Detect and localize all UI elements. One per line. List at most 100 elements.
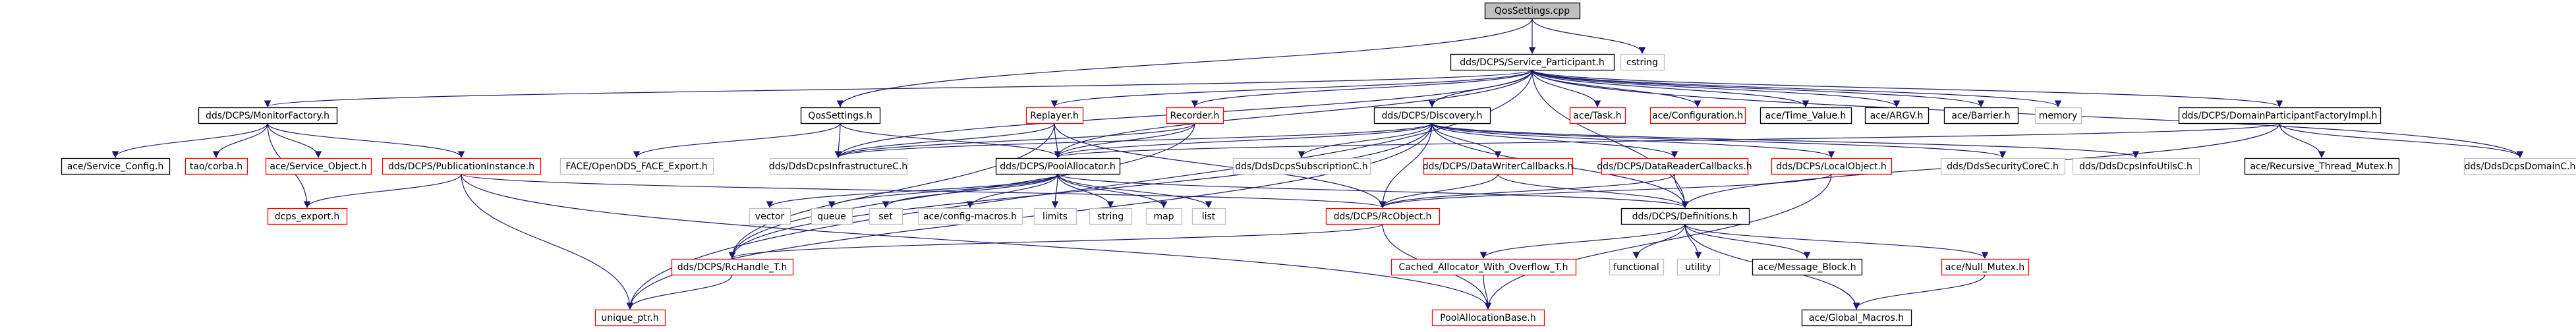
node-label: dds/DCPS/RcHandle_T.h <box>677 262 787 273</box>
node-ace-service-config[interactable]: ace/Service_Config.h <box>61 157 171 175</box>
node-box <box>671 258 794 276</box>
node-box <box>1601 157 1749 175</box>
node-label: map <box>1153 211 1174 222</box>
edge-monitor_factory-to-publication_instance <box>267 123 465 159</box>
node-pool-allocator[interactable]: dds/DCPS/PoolAllocator.h <box>995 157 1121 175</box>
node-ace-global-macros[interactable]: ace/Global_Macros.h <box>1801 309 1912 327</box>
edge-discovery-to-dds_dcps_infrastructure_c <box>834 123 1433 159</box>
node-box <box>265 157 372 175</box>
node-label: unique_ptr.h <box>601 313 658 323</box>
node-label: ace/Recursive_Thread_Mutex.h <box>2250 161 2393 172</box>
node-box <box>1484 2 1581 20</box>
node-ace-null-mutex[interactable]: ace/Null_Mutex.h <box>1941 258 2030 276</box>
node-data-writer-callbacks[interactable]: dds/DCPS/DataWriterCallbacks.h <box>1423 157 1574 175</box>
nodes-layer: QosSettings.cppdds/DCPS/Service_Particip… <box>61 2 2576 327</box>
node-local-object[interactable]: dds/DCPS/LocalObject.h <box>1771 157 1893 175</box>
node-ace-config-macros: ace/config-macros.h <box>917 208 1023 225</box>
node-label: dds/DCPS/DataWriterCallbacks.h <box>1423 161 1574 172</box>
node-box <box>1620 53 1665 71</box>
node-box <box>995 157 1121 175</box>
node-label: ace/Time_Value.h <box>1765 111 1846 121</box>
node-tao-corba[interactable]: tao/corba.h <box>185 157 248 175</box>
edge-replayer-to-dds_dcps_infrastructure_c <box>834 123 1055 159</box>
node-ace-recursive-thread-mutex[interactable]: ace/Recursive_Thread_Mutex.h <box>2244 157 2400 175</box>
node-label: memory <box>2039 111 2078 121</box>
node-definitions[interactable]: dds/DCPS/Definitions.h <box>1620 208 1750 225</box>
node-box <box>811 208 853 225</box>
node-box <box>1423 157 1574 175</box>
node-box <box>1025 107 1084 124</box>
node-label: dds/DCPS/RcObject.h <box>1334 211 1432 222</box>
node-service-participant[interactable]: dds/DCPS/Service_Participant.h <box>1450 53 1615 71</box>
node-qossettings-h[interactable]: QosSettings.h <box>800 107 881 124</box>
node-monitor-factory[interactable]: dds/DCPS/MonitorFactory.h <box>198 107 338 124</box>
node-ace-barrier[interactable]: ace/Barrier.h <box>1943 107 2019 124</box>
node-discovery[interactable]: dds/DCPS/Discovery.h <box>1373 107 1491 124</box>
edge-monitor_factory-to-ace_service_config <box>111 123 268 159</box>
node-label: PoolAllocationBase.h <box>1440 313 1535 323</box>
edge-publication_instance-to-unique_ptr <box>461 173 634 310</box>
node-label: dds/DdsDcpsDomainC.h <box>2465 161 2576 172</box>
edge-pool_allocator-to-queue <box>828 173 1058 209</box>
node-pool-allocation-base[interactable]: PoolAllocationBase.h <box>1431 309 1545 327</box>
edge-discovery-to-dds_dcps_subscription_c <box>1298 123 1433 159</box>
node-box <box>1801 309 1912 327</box>
edge-monitor_factory-to-tao_corba <box>212 123 268 159</box>
node-rc-object[interactable]: dds/DCPS/RcObject.h <box>1325 208 1441 225</box>
node-unique-ptr[interactable]: unique_ptr.h <box>594 309 666 327</box>
edge-service_participant-to-ace_argv <box>1531 69 1901 108</box>
edge-discovery-to-data_reader_callbacks <box>1431 123 1678 159</box>
node-label: dds/DCPS/PublicationInstance.h <box>388 161 534 172</box>
node-box <box>185 157 248 175</box>
edge-publication_instance-to-pool_allocation_base <box>461 173 1492 310</box>
edge-pool_allocator-to-list <box>1057 173 1213 209</box>
node-ace-message-block[interactable]: ace/Message_Block.h <box>1752 258 1863 276</box>
node-label: ace/Service_Config.h <box>67 161 164 172</box>
node-label: ace/Message_Block.h <box>1758 262 1856 273</box>
node-set: set <box>869 208 903 225</box>
node-label: queue <box>817 211 846 222</box>
node-box <box>1166 107 1224 124</box>
edge-definitions-to-ace_message_block <box>1684 223 1811 260</box>
node-ace-time-value[interactable]: ace/Time_Value.h <box>1760 107 1852 124</box>
node-ace-service-object[interactable]: ace/Service_Object.h <box>265 157 372 175</box>
node-label: dds/DCPS/DataReaderCallbacks.h <box>1597 161 1752 172</box>
edge-discovery-to-rc_object <box>1379 123 1433 209</box>
node-ace-task[interactable]: ace/Task.h <box>1569 107 1626 124</box>
node-box <box>2034 107 2082 124</box>
edge-local_object-to-rc_object <box>1379 173 1832 209</box>
node-ace-configuration[interactable]: ace/Configuration.h <box>1649 107 1746 124</box>
edge-discovery-to-dds_security_core_c <box>1431 123 2007 159</box>
node-label: dds/DCPS/Definitions.h <box>1632 211 1738 222</box>
edge-pool_allocator-to-set <box>882 173 1058 209</box>
node-label: FACE/OpenDDS_FACE_Export.h <box>565 161 707 172</box>
node-box <box>1145 208 1183 225</box>
node-limits: limits <box>1033 208 1077 225</box>
node-dcps-export[interactable]: dcps_export.h <box>267 208 348 225</box>
edge-pool_allocator-to-definitions <box>1057 173 1689 209</box>
edge-qossettings_h-to-face_opendds_face_export <box>633 123 841 159</box>
node-label: dds/DCPS/LocalObject.h <box>1776 161 1887 172</box>
node-label: QosSettings.h <box>808 111 873 121</box>
node-publication-instance[interactable]: dds/DCPS/PublicationInstance.h <box>382 157 542 175</box>
node-vector: vector <box>749 208 791 225</box>
edge-discovery-to-local_object <box>1431 123 1835 159</box>
node-box <box>1620 208 1750 225</box>
node-label: dds/DCPS/MonitorFactory.h <box>206 111 329 121</box>
node-recorder[interactable]: Recorder.h <box>1166 107 1224 124</box>
node-string: string <box>1089 208 1133 225</box>
node-rc-handle-t[interactable]: dds/DCPS/RcHandle_T.h <box>671 258 794 276</box>
node-replayer[interactable]: Replayer.h <box>1025 107 1084 124</box>
node-queue: queue <box>811 208 853 225</box>
node-box <box>1569 107 1626 124</box>
node-face-opendds-face-export: FACE/OpenDDS_FACE_Export.h <box>559 157 714 175</box>
edge-definitions-to-functional <box>1632 223 1686 260</box>
node-domain-participant-factory-impl[interactable]: dds/DCPS/DomainParticipantFactoryImpl.h <box>2178 107 2382 124</box>
node-label: ace/ARGV.h <box>1870 111 1924 121</box>
node-ace-argv[interactable]: ace/ARGV.h <box>1864 107 1930 124</box>
node-box <box>1943 107 2019 124</box>
edge-service_participant-to-pool_allocator <box>1054 69 1533 159</box>
node-cached-allocator[interactable]: Cached_Allocator_With_Overflow_T.h <box>1390 258 1577 276</box>
node-data-reader-callbacks[interactable]: dds/DCPS/DataReaderCallbacks.h <box>1597 157 1752 175</box>
edge-service_participant-to-ace_task <box>1531 69 1601 108</box>
